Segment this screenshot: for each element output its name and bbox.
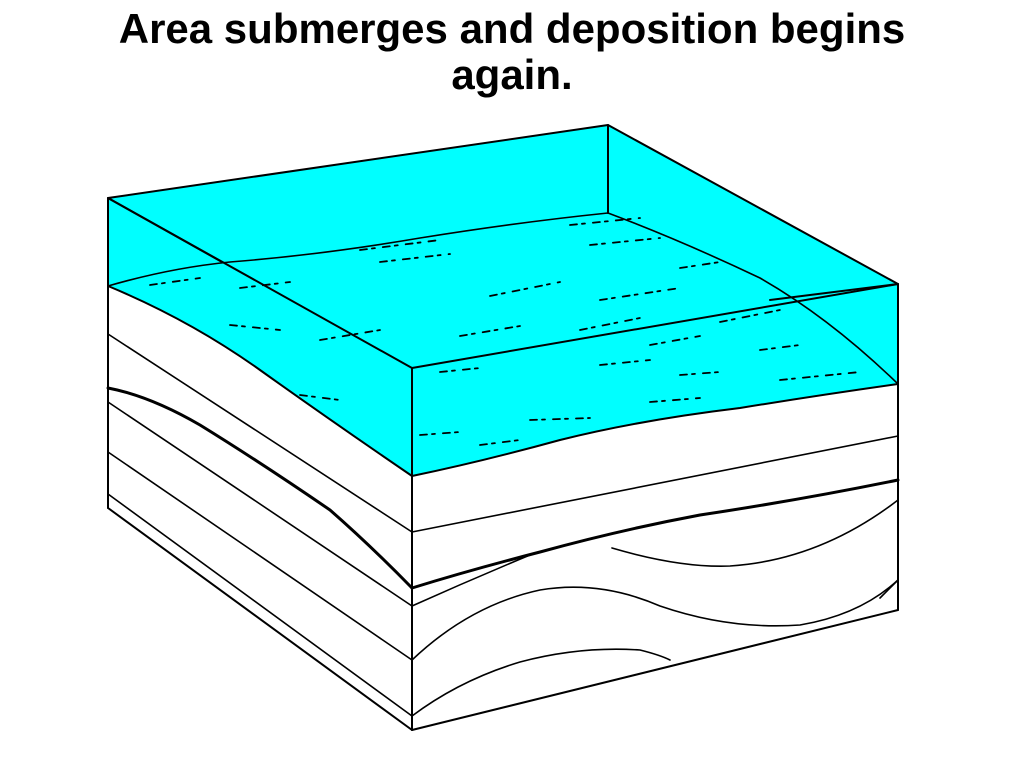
- left-face-strata: [106, 333, 414, 717]
- sea-floor-back-edge: [107, 212, 899, 385]
- title-line-2: again.: [451, 51, 573, 98]
- title-line-1: Area submerges and deposition begins: [118, 5, 906, 52]
- water-body: [108, 125, 898, 476]
- slide-title: Area submerges and deposition begins aga…: [0, 0, 1024, 98]
- block-outline: [107, 124, 899, 731]
- sea-floor: [107, 212, 899, 385]
- water-surface-fill: [108, 125, 898, 368]
- right-face-strata: [410, 435, 900, 717]
- water-left-face: [108, 198, 412, 476]
- water-right-face: [412, 284, 898, 476]
- sediment-speckles: [149, 217, 861, 446]
- back-water-line-left: [107, 197, 223, 263]
- sediment-front-boundary: [107, 285, 899, 477]
- bottom-right-edge: [411, 609, 899, 731]
- back-water-line-right: [769, 283, 899, 301]
- bottom-left-edge: [107, 507, 413, 731]
